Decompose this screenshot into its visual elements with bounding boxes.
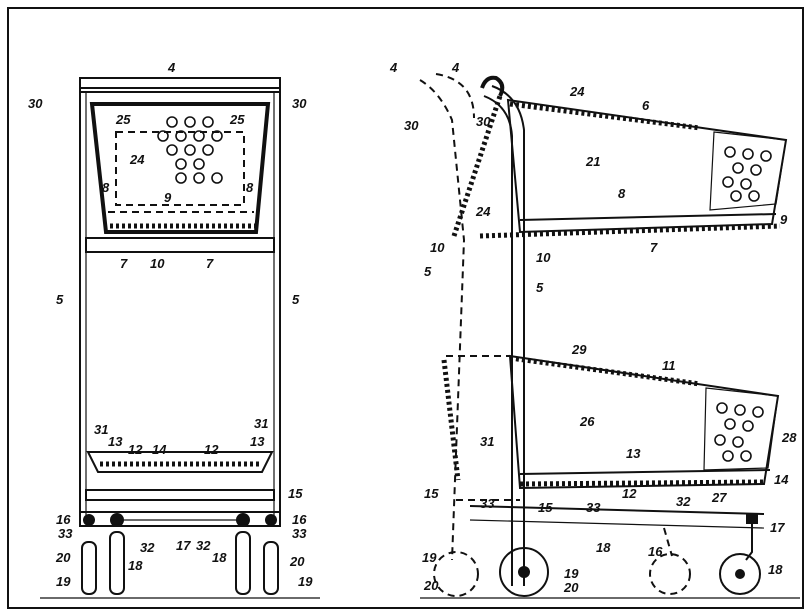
label-24: 24: [129, 152, 145, 167]
label-24: 24: [569, 84, 585, 99]
label-7: 7: [206, 256, 214, 271]
front-wheel-right-outer: [263, 541, 279, 595]
label-29: 29: [571, 342, 587, 357]
label-32: 32: [676, 494, 691, 509]
label-30: 30: [404, 118, 419, 133]
label-12: 12: [128, 442, 143, 457]
label-28: 28: [781, 430, 797, 445]
label-5: 5: [292, 292, 300, 307]
side-rear-wheel: [499, 547, 549, 597]
label-24: 24: [475, 204, 491, 219]
label-8: 8: [618, 186, 626, 201]
label-17: 17: [176, 538, 191, 553]
label-14: 14: [774, 472, 789, 487]
front-handle-bar: [79, 77, 281, 89]
side-bottom-rail: [469, 505, 765, 515]
label-20: 20: [423, 578, 439, 593]
front-wheel-right-inner: [235, 531, 251, 595]
label-13: 13: [250, 434, 265, 449]
label-33: 33: [480, 496, 495, 511]
label-20: 20: [563, 580, 579, 595]
label-16: 16: [56, 512, 71, 527]
label-15: 15: [538, 500, 553, 515]
label-13: 13: [108, 434, 123, 449]
label-30: 30: [476, 114, 491, 129]
label-5: 5: [424, 264, 432, 279]
side-frame-upright: [491, 85, 525, 586]
side-labels: 4 4 30 30 24 6 21 8 9 24 7 10 10 5 5 29 …: [389, 60, 797, 595]
label-17: 17: [770, 520, 785, 535]
label-33: 33: [586, 500, 601, 515]
label-31: 31: [94, 422, 108, 437]
label-9: 9: [780, 212, 788, 227]
label-20: 20: [55, 550, 71, 565]
label-9: 9: [164, 190, 172, 205]
label-5: 5: [536, 280, 544, 295]
label-21: 21: [585, 154, 600, 169]
label-26: 26: [579, 414, 595, 429]
label-32: 32: [196, 538, 211, 553]
front-upper-basket: [89, 102, 271, 234]
label-33: 33: [292, 526, 307, 541]
front-lower-tray: [86, 451, 274, 473]
label-19: 19: [564, 566, 579, 581]
label-19: 19: [422, 550, 437, 565]
front-labels: 4 30 30 25 25 24 8 8 9 7 10 7 5 5 31 31 …: [28, 60, 313, 589]
front-wheel-left-inner: [109, 531, 125, 595]
label-15: 15: [288, 486, 303, 501]
label-19: 19: [56, 574, 71, 589]
side-upper-holes: [722, 146, 772, 202]
side-frame-folded: [419, 79, 466, 561]
side-lower-holes: [714, 402, 764, 462]
label-16: 16: [648, 544, 663, 559]
label-4: 4: [389, 60, 398, 75]
label-15: 15: [424, 486, 439, 501]
side-view: [419, 73, 800, 599]
label-13: 13: [626, 446, 641, 461]
label-31: 31: [480, 434, 494, 449]
label-5: 5: [56, 292, 64, 307]
label-4: 4: [167, 60, 176, 75]
front-upper-crossbar: [85, 237, 275, 253]
side-upper-basket: [506, 98, 788, 234]
label-18: 18: [768, 562, 783, 577]
label-4: 4: [451, 60, 460, 75]
label-6: 6: [642, 98, 650, 113]
label-18: 18: [128, 558, 143, 573]
label-12: 12: [204, 442, 219, 457]
label-8: 8: [246, 180, 254, 195]
label-19: 19: [298, 574, 313, 589]
label-10: 10: [150, 256, 165, 271]
side-lower-basket: [508, 354, 780, 490]
label-30: 30: [28, 96, 43, 111]
front-wheel-left-outer: [81, 541, 97, 595]
label-18: 18: [596, 540, 611, 555]
label-30: 30: [292, 96, 307, 111]
label-8: 8: [102, 180, 110, 195]
label-14: 14: [152, 442, 167, 457]
label-10: 10: [536, 250, 551, 265]
label-25: 25: [229, 112, 245, 127]
label-12: 12: [622, 486, 637, 501]
side-front-caster: [719, 553, 761, 595]
label-32: 32: [140, 540, 155, 555]
side-rear-wheel-folded: [433, 551, 479, 597]
label-18: 18: [212, 550, 227, 565]
label-10: 10: [430, 240, 445, 255]
label-20: 20: [289, 554, 305, 569]
label-16: 16: [292, 512, 307, 527]
side-front-caster-folded: [649, 553, 691, 595]
label-33: 33: [58, 526, 73, 541]
label-7: 7: [120, 256, 128, 271]
front-upper-holes: [157, 116, 223, 184]
label-31: 31: [254, 416, 268, 431]
label-25: 25: [115, 112, 131, 127]
label-11: 11: [662, 358, 676, 373]
label-27: 27: [711, 490, 727, 505]
front-view: [40, 77, 320, 599]
label-7: 7: [650, 240, 658, 255]
front-axle-bar: [79, 511, 281, 527]
figure-border: [7, 7, 804, 609]
